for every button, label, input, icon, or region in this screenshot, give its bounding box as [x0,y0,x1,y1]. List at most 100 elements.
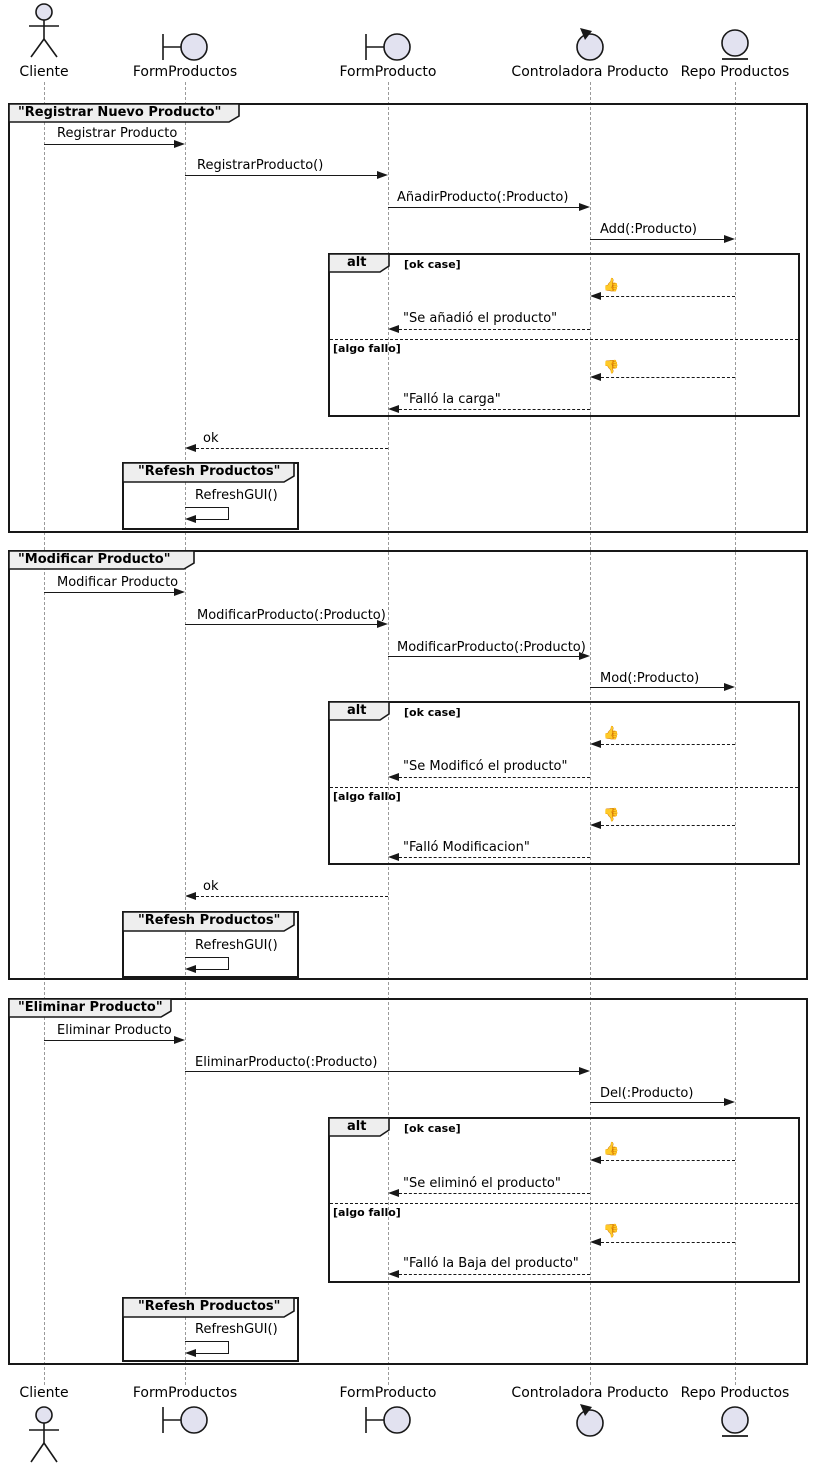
arrow-line [601,744,735,745]
message-label: Eliminar Producto [57,1023,172,1038]
message-label: RefreshGUI() [195,938,278,953]
frame-title: "Eliminar Producto" [18,1000,163,1015]
arrow-line [590,687,727,688]
lifeline-controladora [590,82,591,1385]
guard-label: [algo fallo] [333,342,401,355]
alt-operator-label: alt [347,1119,367,1134]
guard-label: [ok case] [404,1122,461,1135]
arrowhead [388,773,399,781]
frame-tab [8,103,240,123]
message-label: Del(:Producto) [600,1086,694,1101]
frame-tab [122,1297,295,1318]
frame-title: "Refesh Productos" [138,913,281,928]
arrowhead [590,740,601,748]
thumbs-down-icon: 👎 [603,1224,620,1239]
boundary-icon [162,1406,208,1434]
arrowhead [590,1238,601,1246]
self-arrow-line [196,969,229,970]
arrowhead [174,140,185,148]
guard-label: [algo fallo] [333,1206,401,1219]
message-label: Add(:Producto) [600,222,698,237]
arrowhead [388,325,399,333]
arrowhead [590,373,601,381]
message-label: Mod(:Producto) [600,671,700,686]
actor-icon [29,3,59,58]
arrow-line [590,1102,727,1103]
arrowhead [724,235,735,243]
boundary-icon [365,33,411,61]
arrow-line [601,1160,735,1161]
frame-title: "Refesh Productos" [138,1299,281,1314]
arrowhead [579,203,590,211]
arrow-line [196,896,388,897]
self-arrow-line [185,957,228,958]
self-arrow-line [185,507,228,508]
arrowhead [724,683,735,691]
lifeline-repo [735,82,736,1385]
frame-tab [8,998,172,1018]
frame-tab [8,550,195,570]
arrowhead [185,965,196,973]
arrowhead [185,444,196,452]
message-label: Modificar Producto [57,575,179,590]
lifeline-cliente [44,82,45,1385]
arrowhead [174,588,185,596]
message-label: "Se añadió el producto" [403,311,558,326]
arrow-line [399,1274,590,1275]
arrow-line [388,207,582,208]
arrow-line [196,448,388,449]
frame-eliminar-producto [8,998,808,1365]
message-label: ok [203,431,219,446]
alt-divider [330,787,798,788]
message-label: AñadirProducto(:Producto) [397,190,569,205]
frame-title: "Modificar Producto" [18,552,171,567]
participant-label-formproducto: FormProducto [339,1385,437,1401]
thumbs-up-icon: 👍 [603,278,620,293]
thumbs-up-icon: 👍 [603,1142,620,1157]
participant-label-repo: Repo Productos [680,1385,790,1401]
alt-tab [328,1117,390,1137]
participant-label-controladora: Controladora Producto [511,1385,669,1401]
message-label: RefreshGUI() [195,488,278,503]
arrow-line [601,825,735,826]
control-icon [576,1404,604,1437]
arrow-line [399,857,590,858]
arrow-line [399,1193,590,1194]
frame-tab [122,462,295,483]
participant-label-formproductos: FormProductos [132,1385,238,1401]
alt-fragment [328,253,800,417]
thumbs-down-icon: 👎 [603,808,620,823]
arrow-line [185,624,380,625]
arrow-line [44,1040,177,1041]
arrowhead [579,1067,590,1075]
arrowhead [388,1270,399,1278]
arrowhead [174,1036,185,1044]
participant-label-controladora: Controladora Producto [511,64,669,80]
arrow-line [601,296,735,297]
message-label: ModificarProducto(:Producto) [197,608,386,623]
arrowhead [185,1349,196,1357]
self-arrow-line [228,507,229,519]
arrowhead [185,515,196,523]
arrow-line [185,1071,582,1072]
participant-label-cliente: Cliente [19,1385,69,1401]
arrowhead [377,620,388,628]
message-label: ModificarProducto(:Producto) [397,640,586,655]
guard-label: [ok case] [404,258,461,271]
arrowhead [590,821,601,829]
arrowhead [388,1189,399,1197]
control-icon [576,28,604,61]
self-arrow-line [196,519,229,520]
arrow-line [590,239,727,240]
message-label: "Falló Modificacion" [403,840,530,855]
message-label: "Se Modificó el producto" [403,759,568,774]
frame-title: "Registrar Nuevo Producto" [18,105,222,120]
lifeline-formproductos [185,82,186,1385]
lifeline-formproducto [388,82,389,1385]
arrow-line [44,144,177,145]
arrow-line [185,175,380,176]
arrowhead [590,292,601,300]
participant-label-cliente: Cliente [19,64,69,80]
arrow-line [399,409,590,410]
